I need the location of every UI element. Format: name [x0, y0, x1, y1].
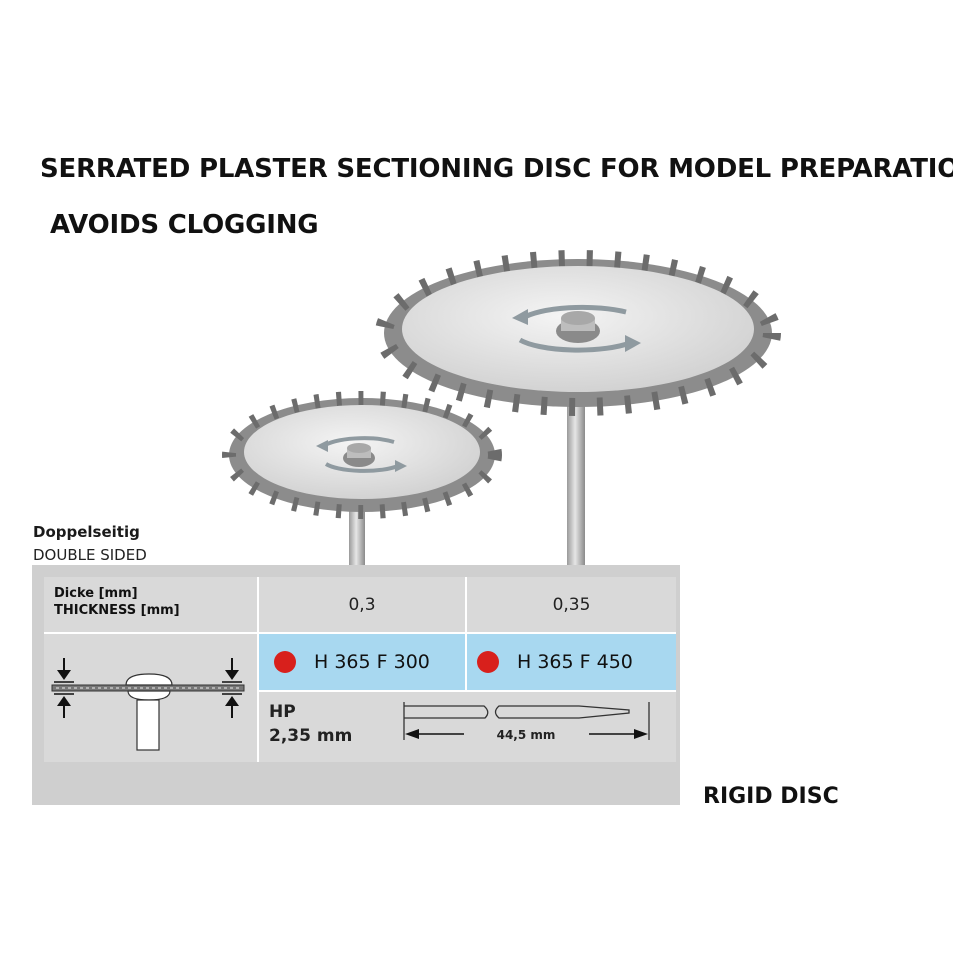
hp-shank-cell: HP 2,35 mm 44,5 mm [259, 692, 676, 762]
thickness-diagram-svg [51, 658, 245, 751]
rigid-disc-label: RIGID DISC [703, 784, 839, 809]
product-code-2-cell: H 365 F 450 [467, 634, 676, 692]
thickness-value-2: 0,35 [467, 577, 676, 634]
small-disc [222, 391, 502, 519]
red-dot-icon [274, 651, 296, 673]
hp-label: HP [269, 702, 296, 722]
thickness-value-1: 0,3 [259, 577, 467, 634]
red-dot-icon [477, 651, 499, 673]
thickness-diagram [44, 634, 259, 762]
headline-line-2: AVOIDS CLOGGING [50, 210, 319, 240]
thickness-label-de: Dicke [mm] [54, 586, 138, 601]
product-code-1: H 365 F 300 [314, 651, 430, 673]
double-sided-label-en: DOUBLE SIDED [33, 546, 147, 564]
thickness-label-en: THICKNESS [mm] [54, 603, 180, 618]
large-disc [375, 250, 781, 416]
shank-length-label: 44,5 mm [497, 728, 556, 742]
spec-table: Dicke [mm] THICKNESS [mm] 0,3 0,35 [32, 565, 680, 805]
product-code-1-cell: H 365 F 300 [259, 634, 467, 692]
product-code-2: H 365 F 450 [517, 651, 633, 673]
headline-line-1: SERRATED PLASTER SECTIONING DISC FOR MOD… [40, 154, 953, 184]
spec-table-inner: Dicke [mm] THICKNESS [mm] 0,3 0,35 [44, 577, 676, 762]
shank-drawing: 44,5 mm [403, 702, 650, 742]
hp-diameter: 2,35 mm [269, 726, 353, 746]
hp-label-block: HP 2,35 mm [269, 700, 352, 748]
large-disc-shank [567, 392, 585, 572]
thickness-label-cell: Dicke [mm] THICKNESS [mm] [44, 577, 259, 634]
double-sided-label-de: Doppelseitig [33, 523, 140, 541]
